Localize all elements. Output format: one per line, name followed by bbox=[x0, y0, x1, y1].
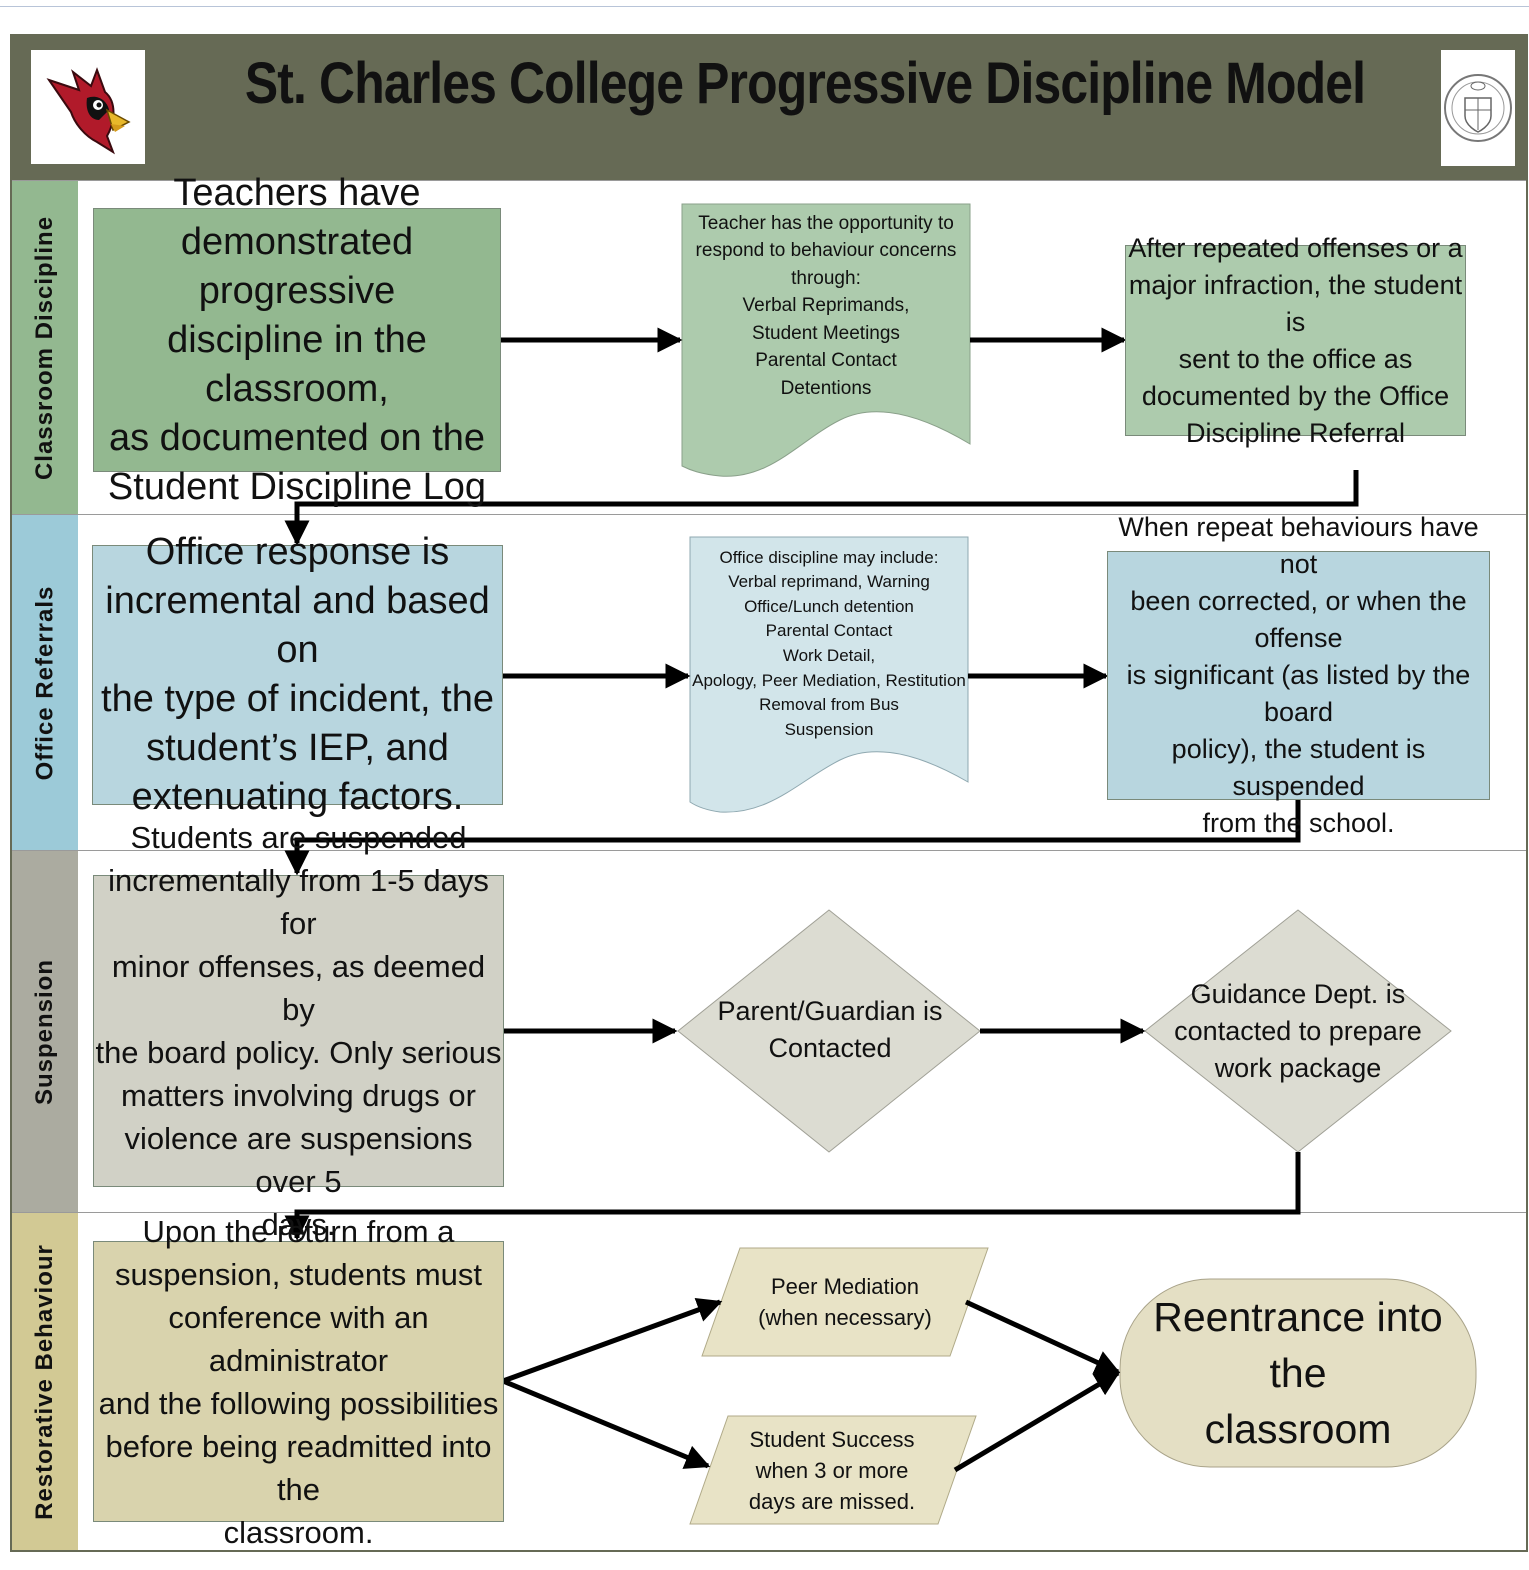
student-success-shape bbox=[689, 1415, 977, 1525]
crest bbox=[1441, 50, 1515, 166]
arrow-peer-to-reentrance bbox=[964, 1299, 1121, 1375]
school-crest-icon bbox=[1444, 74, 1512, 142]
lane-classroom-discipline: Classroom Discipline bbox=[12, 180, 1526, 514]
peer-mediation-text: Peer Mediation (when necessary) bbox=[758, 1274, 932, 1330]
lane-label-suspension: Suspension bbox=[12, 851, 78, 1212]
connector-office-to-suspension bbox=[284, 798, 1301, 876]
office-options-text: Office discipline may include: Verbal re… bbox=[692, 547, 966, 739]
office-start-text: Office response is incremental and based… bbox=[101, 531, 494, 818]
reentrance-text: Reentrance into the classroom bbox=[1153, 1294, 1443, 1452]
connector-classroom-to-office bbox=[284, 470, 1359, 546]
suspension-start-text: Students are suspended incrementally fro… bbox=[95, 820, 502, 1242]
office-start-box: Office response is incremental and based… bbox=[92, 531, 503, 818]
office-suspend-box: When repeat behaviours have not been cor… bbox=[1107, 512, 1490, 838]
office-options-shape bbox=[689, 536, 969, 813]
lane-label-restorative: Restorative Behaviour bbox=[12, 1213, 78, 1550]
lane-suspension: Suspension bbox=[12, 850, 1526, 1212]
lane-label-classroom: Classroom Discipline bbox=[12, 181, 78, 514]
classroom-options-text: Teacher has the opportunity to respond t… bbox=[695, 212, 957, 399]
restorative-start-text: Upon the return from a suspension, stude… bbox=[98, 1213, 499, 1550]
parent-contacted-diamond bbox=[677, 909, 981, 1153]
classroom-options-shape bbox=[681, 203, 971, 477]
arrow-to-student-success bbox=[502, 1378, 711, 1469]
student-success-text: Student Success when 3 or more days are … bbox=[748, 1426, 916, 1514]
connector-suspension-to-restorative bbox=[284, 1152, 1301, 1241]
classroom-referral-box: After repeated offenses or a major infra… bbox=[1125, 233, 1466, 448]
office-suspend-text: When repeat behaviours have not been cor… bbox=[1118, 512, 1479, 838]
guidance-text: Guidance Dept. is contacted to prepare w… bbox=[1174, 978, 1422, 1083]
restorative-start-box: Upon the return from a suspension, stude… bbox=[93, 1214, 504, 1550]
logo bbox=[31, 50, 145, 164]
arrow-success-to-reentrance bbox=[953, 1370, 1121, 1473]
header-bar bbox=[12, 36, 1526, 180]
suspension-start-box: Students are suspended incrementally fro… bbox=[93, 820, 504, 1242]
top-rule bbox=[0, 6, 1529, 7]
arrow-to-peer-mediation bbox=[502, 1297, 723, 1384]
classroom-start-text: Teachers have demonstrated progressive d… bbox=[107, 171, 487, 508]
lane-office-referrals: Office Referrals bbox=[12, 514, 1526, 850]
classroom-referral-text: After repeated offenses or a major infra… bbox=[1128, 232, 1463, 448]
lane-label-office: Office Referrals bbox=[12, 515, 78, 850]
classroom-start-box: Teachers have demonstrated progressive d… bbox=[93, 172, 501, 508]
page-title: St. Charles College Progressive Discipli… bbox=[244, 51, 1366, 116]
parent-contacted-text: Parent/Guardian is Contacted bbox=[717, 996, 943, 1063]
cardinal-bird-icon bbox=[46, 67, 131, 155]
